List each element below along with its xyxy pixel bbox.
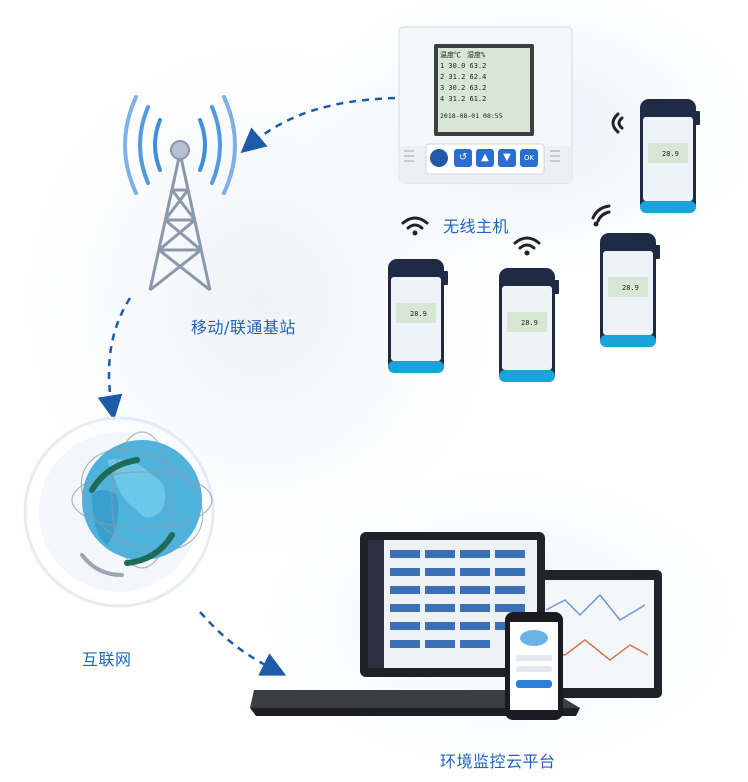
sensor-value: 28.9 [622,284,639,292]
cloud-platform-devices [250,530,670,730]
wifi-icon [400,214,430,236]
lcd-row: 3 30.2 63.2 [440,84,487,92]
vent-left-icon [404,150,414,162]
sensor-device: 28.9 [638,97,700,215]
wireless-host-device: 温度℃ 湿度% 1 30.0 63.2 2 31.2 62.4 3 30.2 6… [398,26,573,184]
sensor-value: 28.9 [521,319,538,327]
label-internet: 互联网 [82,650,132,669]
sensor-value: 28.9 [662,150,679,158]
wifi-icon [587,204,617,228]
arrow-host-to-tower [240,96,396,154]
lcd-header: 温度℃ 湿度% [440,50,528,61]
sensor-device: 28.9 [497,266,561,384]
host-lcd: 温度℃ 湿度% 1 30.0 63.2 2 31.2 62.4 3 30.2 6… [440,50,528,130]
internet-globe [22,415,217,610]
arrow-tower-to-internet [97,297,132,421]
lcd-row: 1 30.0 63.2 [440,62,487,70]
host-down-button[interactable]: ▼ [498,149,516,167]
host-logo-icon [430,149,448,167]
label-wireless-host: 无线主机 [443,217,510,236]
wifi-icon [512,234,542,256]
label-cloud-platform: 环境监控云平台 [440,752,556,771]
lcd-datetime: 2018-08-01 08:55 [440,112,503,120]
host-back-button[interactable]: ↺ [454,149,472,167]
cell-tower [110,95,250,295]
lcd-row: 2 31.2 62.4 [440,73,487,81]
sensor-device: 28.9 [598,231,662,349]
lcd-row: 4 31.2 61.2 [440,95,487,103]
host-up-button[interactable]: ▲ [476,149,494,167]
lcd-col-head-2: 湿度% [467,51,486,59]
vent-right-icon [550,150,560,162]
lcd-col-head-1: 温度℃ [440,51,461,59]
wifi-icon [604,108,630,138]
host-ok-button[interactable]: OK [520,149,538,167]
sensor-value: 28.9 [410,310,427,318]
sensor-device: 28.9 [386,257,450,375]
label-base-station: 移动/联通基站 [191,318,296,337]
